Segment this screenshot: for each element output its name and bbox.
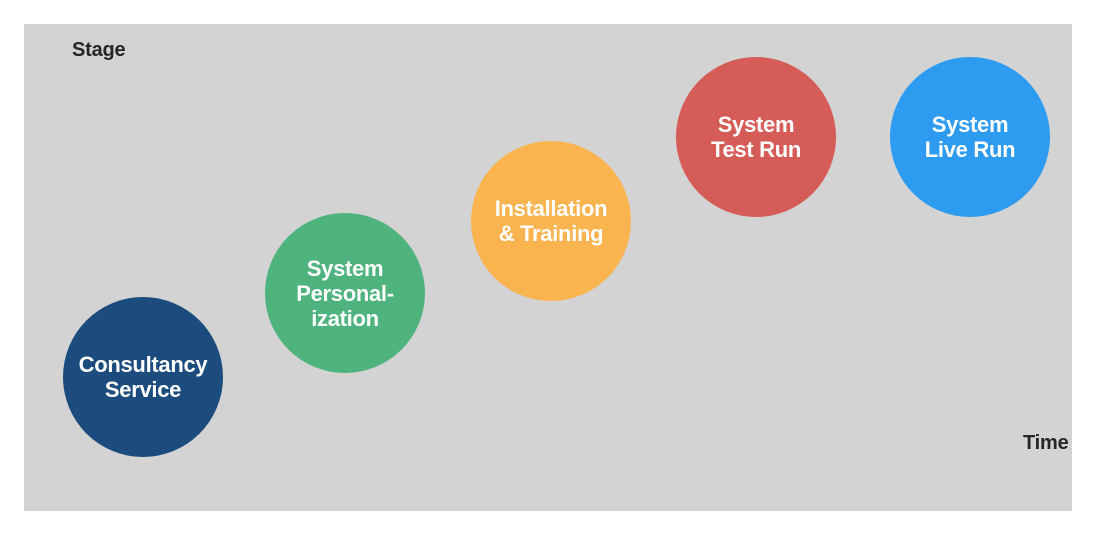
stage-circle-label-line: System [931, 112, 1009, 137]
stage-circle-label-line: System [306, 255, 384, 281]
stage-circle-label-line: ization [311, 305, 379, 331]
stage-circle-system-test-run: System Test Run [676, 57, 836, 217]
stage-circle-label-line: Service [104, 377, 182, 402]
stage-circle-label-line: System [717, 112, 795, 137]
x-axis-label-time: Time [1023, 432, 1069, 454]
stage-circle-label-line: & Training [498, 221, 604, 246]
y-axis-label-stage: Stage [72, 39, 126, 61]
stage-circle-system-live-run: System Live Run [890, 57, 1050, 217]
stage-circle-label-line: Live Run [924, 137, 1016, 162]
stage-circle-label-line: Consultancy [78, 352, 208, 377]
stage-circle-label-line: Installation [494, 196, 608, 221]
stage-circle-consultancy-service: Consultancy Service [63, 297, 223, 457]
stage-circle-label-line: Test Run [710, 137, 802, 162]
stage-circle-system-personalization: System Personal- ization [265, 213, 425, 373]
stage-circle-installation-training: Installation & Training [471, 141, 631, 301]
stage-circle-label-line: Personal- [296, 280, 394, 306]
